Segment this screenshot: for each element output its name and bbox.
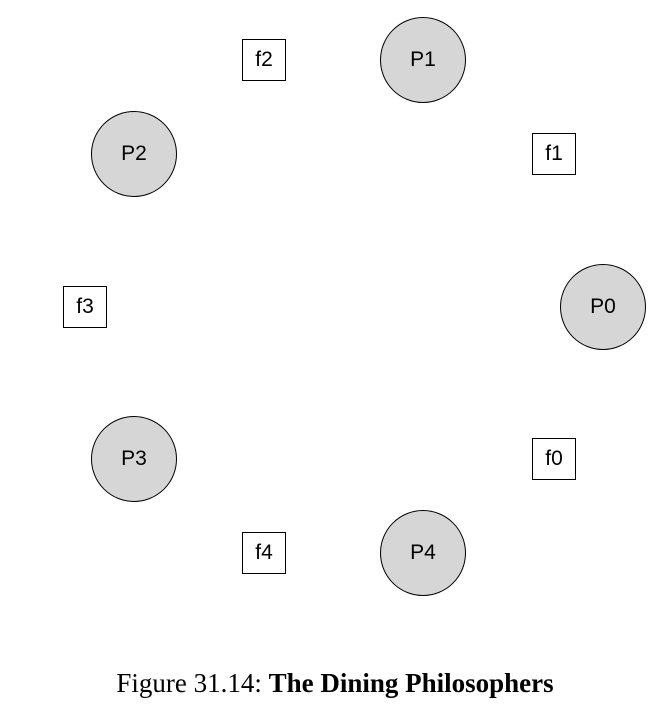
philosopher-label: P3 [121, 447, 147, 470]
figure-caption: Figure 31.14: The Dining Philosophers [0, 668, 670, 699]
caption-title: The Dining Philosophers [268, 668, 554, 698]
fork-f0: f0 [532, 438, 576, 480]
caption-prefix: Figure 31.14: [116, 668, 269, 698]
fork-label: f1 [545, 142, 563, 165]
philosopher-label: P0 [590, 295, 616, 318]
philosopher-p4: P4 [380, 510, 466, 596]
philosopher-label: P1 [410, 48, 436, 71]
fork-label: f4 [255, 541, 273, 564]
philosopher-p1: P1 [380, 17, 466, 103]
philosopher-p2: P2 [91, 111, 177, 197]
dining-philosophers-diagram: P1 P2 P0 P3 P4 f2 f1 f3 f0 f4 [63, 17, 646, 596]
philosopher-label: P2 [121, 142, 147, 165]
fork-f1: f1 [532, 133, 576, 175]
fork-f4: f4 [242, 532, 286, 574]
fork-label: f3 [76, 295, 94, 318]
philosopher-p0: P0 [560, 264, 646, 350]
philosopher-label: P4 [410, 541, 436, 564]
fork-label: f2 [255, 48, 273, 71]
fork-f3: f3 [63, 286, 107, 328]
philosopher-p3: P3 [91, 416, 177, 502]
fork-f2: f2 [242, 39, 286, 81]
fork-label: f0 [545, 447, 563, 470]
